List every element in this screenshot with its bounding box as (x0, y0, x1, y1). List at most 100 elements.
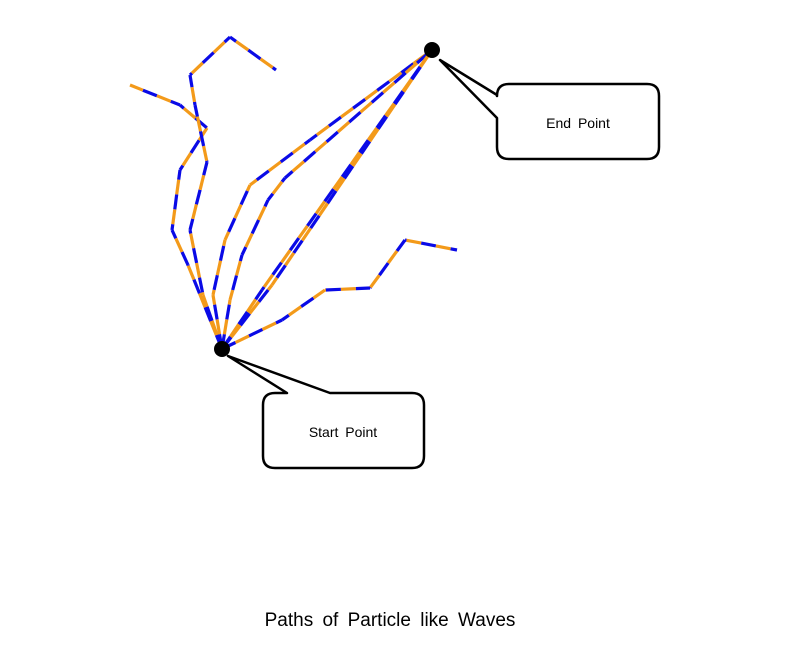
diagram-caption: Paths of Particle like Waves (264, 610, 516, 631)
wave-segment (314, 200, 327, 215)
wave-segment (275, 264, 287, 279)
wave-segment (291, 160, 306, 173)
wave-segment (234, 334, 250, 344)
wave-segment (370, 91, 385, 104)
wave-segment (255, 169, 270, 182)
start-point-label: Start Point (309, 424, 377, 440)
wave-segment (235, 40, 250, 52)
wave-segment (197, 277, 205, 293)
wave-segment (223, 35, 232, 44)
wave-segment (192, 247, 199, 264)
wave-segment (211, 294, 217, 305)
wave-segment (228, 289, 235, 301)
wave-segment (340, 163, 353, 178)
wave-segment (170, 99, 181, 107)
wave-segment (369, 274, 381, 289)
wave-segment (281, 313, 290, 322)
wave-segment (190, 61, 204, 75)
wave-segment (174, 237, 184, 253)
wave-segment (283, 170, 294, 180)
wave-segment (202, 145, 209, 162)
wave-segment (260, 286, 266, 291)
wave-segment (323, 188, 335, 203)
wave-segment (325, 130, 339, 144)
wave-segment (336, 120, 351, 134)
wave-segment (376, 80, 391, 92)
wave-segment (142, 88, 158, 98)
wave-segment (302, 150, 317, 163)
wave-segment (192, 278, 201, 294)
wave-segment (229, 35, 238, 43)
wave-segment (212, 40, 226, 54)
wave-segment (368, 128, 380, 143)
wave-segment (205, 306, 214, 322)
wave-segment (181, 152, 193, 167)
wave-segment (271, 180, 284, 195)
end-point-marker (424, 42, 440, 58)
wave-segment (352, 98, 367, 110)
wave-segment (262, 273, 275, 288)
wave-segment (210, 320, 219, 336)
wave-segment (325, 287, 341, 292)
wave-segment (297, 224, 309, 239)
wave-segment (175, 179, 181, 195)
wave-segment (280, 177, 287, 183)
wave-segment (287, 305, 303, 317)
wave-segment (198, 174, 206, 191)
wave-segment (368, 286, 372, 289)
wave-segment (182, 107, 197, 120)
wave-segment (400, 62, 415, 74)
wave-segment (420, 241, 437, 248)
wave-segment (201, 51, 215, 64)
wave-segment (178, 103, 185, 110)
wave-segment (340, 287, 356, 291)
wave-segment (382, 81, 396, 94)
wave-segment (249, 178, 258, 187)
wave-segment (237, 310, 249, 326)
wave-segment (215, 260, 223, 276)
wave-segment (222, 239, 227, 247)
wave-segment (284, 252, 296, 267)
wave-segment (200, 292, 205, 296)
start-point-callout-box (226, 354, 426, 470)
wave-segment (245, 184, 252, 192)
wave-segment (244, 232, 254, 248)
wave-segment (386, 249, 399, 264)
wave-segment (359, 101, 373, 114)
wave-segment (355, 286, 371, 291)
wave-segment (327, 115, 342, 128)
start-point-marker (214, 341, 230, 357)
wave-segment (388, 71, 403, 83)
wave-segment (261, 321, 277, 331)
wave-segment (270, 276, 279, 286)
wave-segment (227, 299, 232, 305)
wave-path-center-middle (220, 48, 434, 350)
wave-segment (247, 48, 262, 61)
wave-segment (231, 275, 239, 291)
wave-segment (317, 202, 329, 217)
wave-segment (419, 53, 431, 68)
wave-segment (222, 319, 229, 335)
wave-segment (186, 264, 196, 281)
wave-segment (177, 169, 182, 180)
wave-segment (271, 66, 277, 72)
wave-segment (215, 319, 222, 335)
wave-segment (349, 151, 361, 166)
wave-segment (178, 164, 185, 171)
wave-path-lower-right (221, 238, 458, 351)
wave-segment (254, 289, 264, 301)
wave-segment (239, 312, 251, 327)
wave-segment (188, 71, 194, 77)
wave-segment (406, 238, 422, 245)
wave-segment (271, 261, 283, 276)
wave-segment (292, 239, 304, 254)
wave-segment (259, 57, 274, 69)
wave-segment (189, 233, 196, 249)
wave-segment (410, 66, 422, 81)
wave-segment (385, 103, 397, 118)
wave-segment (315, 124, 330, 137)
start-point-callout: Start Point (226, 354, 426, 470)
wave-segment (190, 86, 197, 103)
wave-segment (250, 219, 261, 235)
wave-segment (248, 300, 261, 315)
